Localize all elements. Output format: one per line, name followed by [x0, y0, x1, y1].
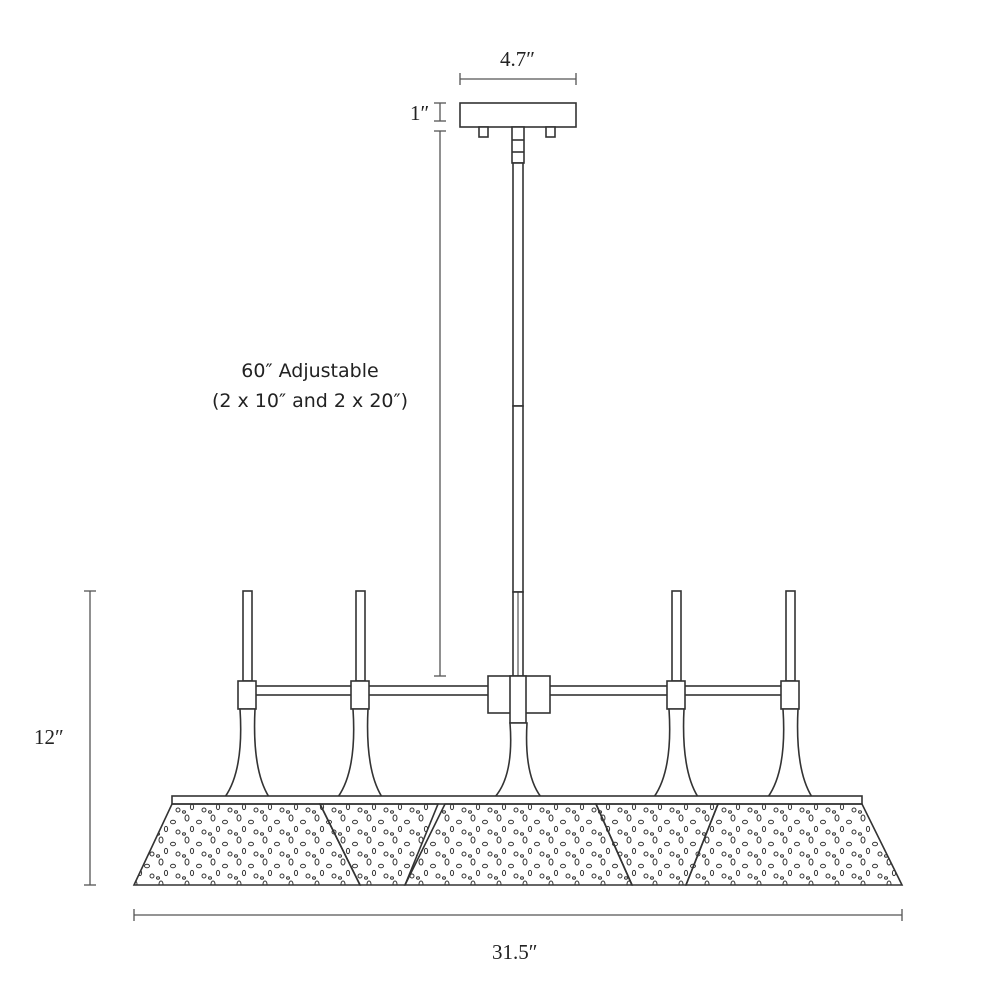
shade-necks	[223, 708, 814, 798]
dimension-lines	[84, 73, 903, 921]
fixture-width-label: 31.5″	[492, 940, 538, 964]
stem	[512, 162, 524, 683]
fixture-height-label: 12″	[34, 725, 64, 749]
stem-length-text: 60″ Adjustable	[241, 360, 379, 382]
canopy-width-label: 4.7″	[500, 47, 535, 71]
canopy	[459, 102, 577, 164]
stem-length-label: 60″ Adjustable (2 x 10″ and 2 x 20″)	[200, 356, 420, 416]
horizontal-bar	[245, 675, 797, 724]
shades	[132, 795, 904, 886]
canopy-height-label: 1″	[410, 101, 430, 125]
candle-arms	[237, 590, 800, 710]
stem-length-note: (2 x 10″ and 2 x 20″)	[211, 390, 409, 412]
